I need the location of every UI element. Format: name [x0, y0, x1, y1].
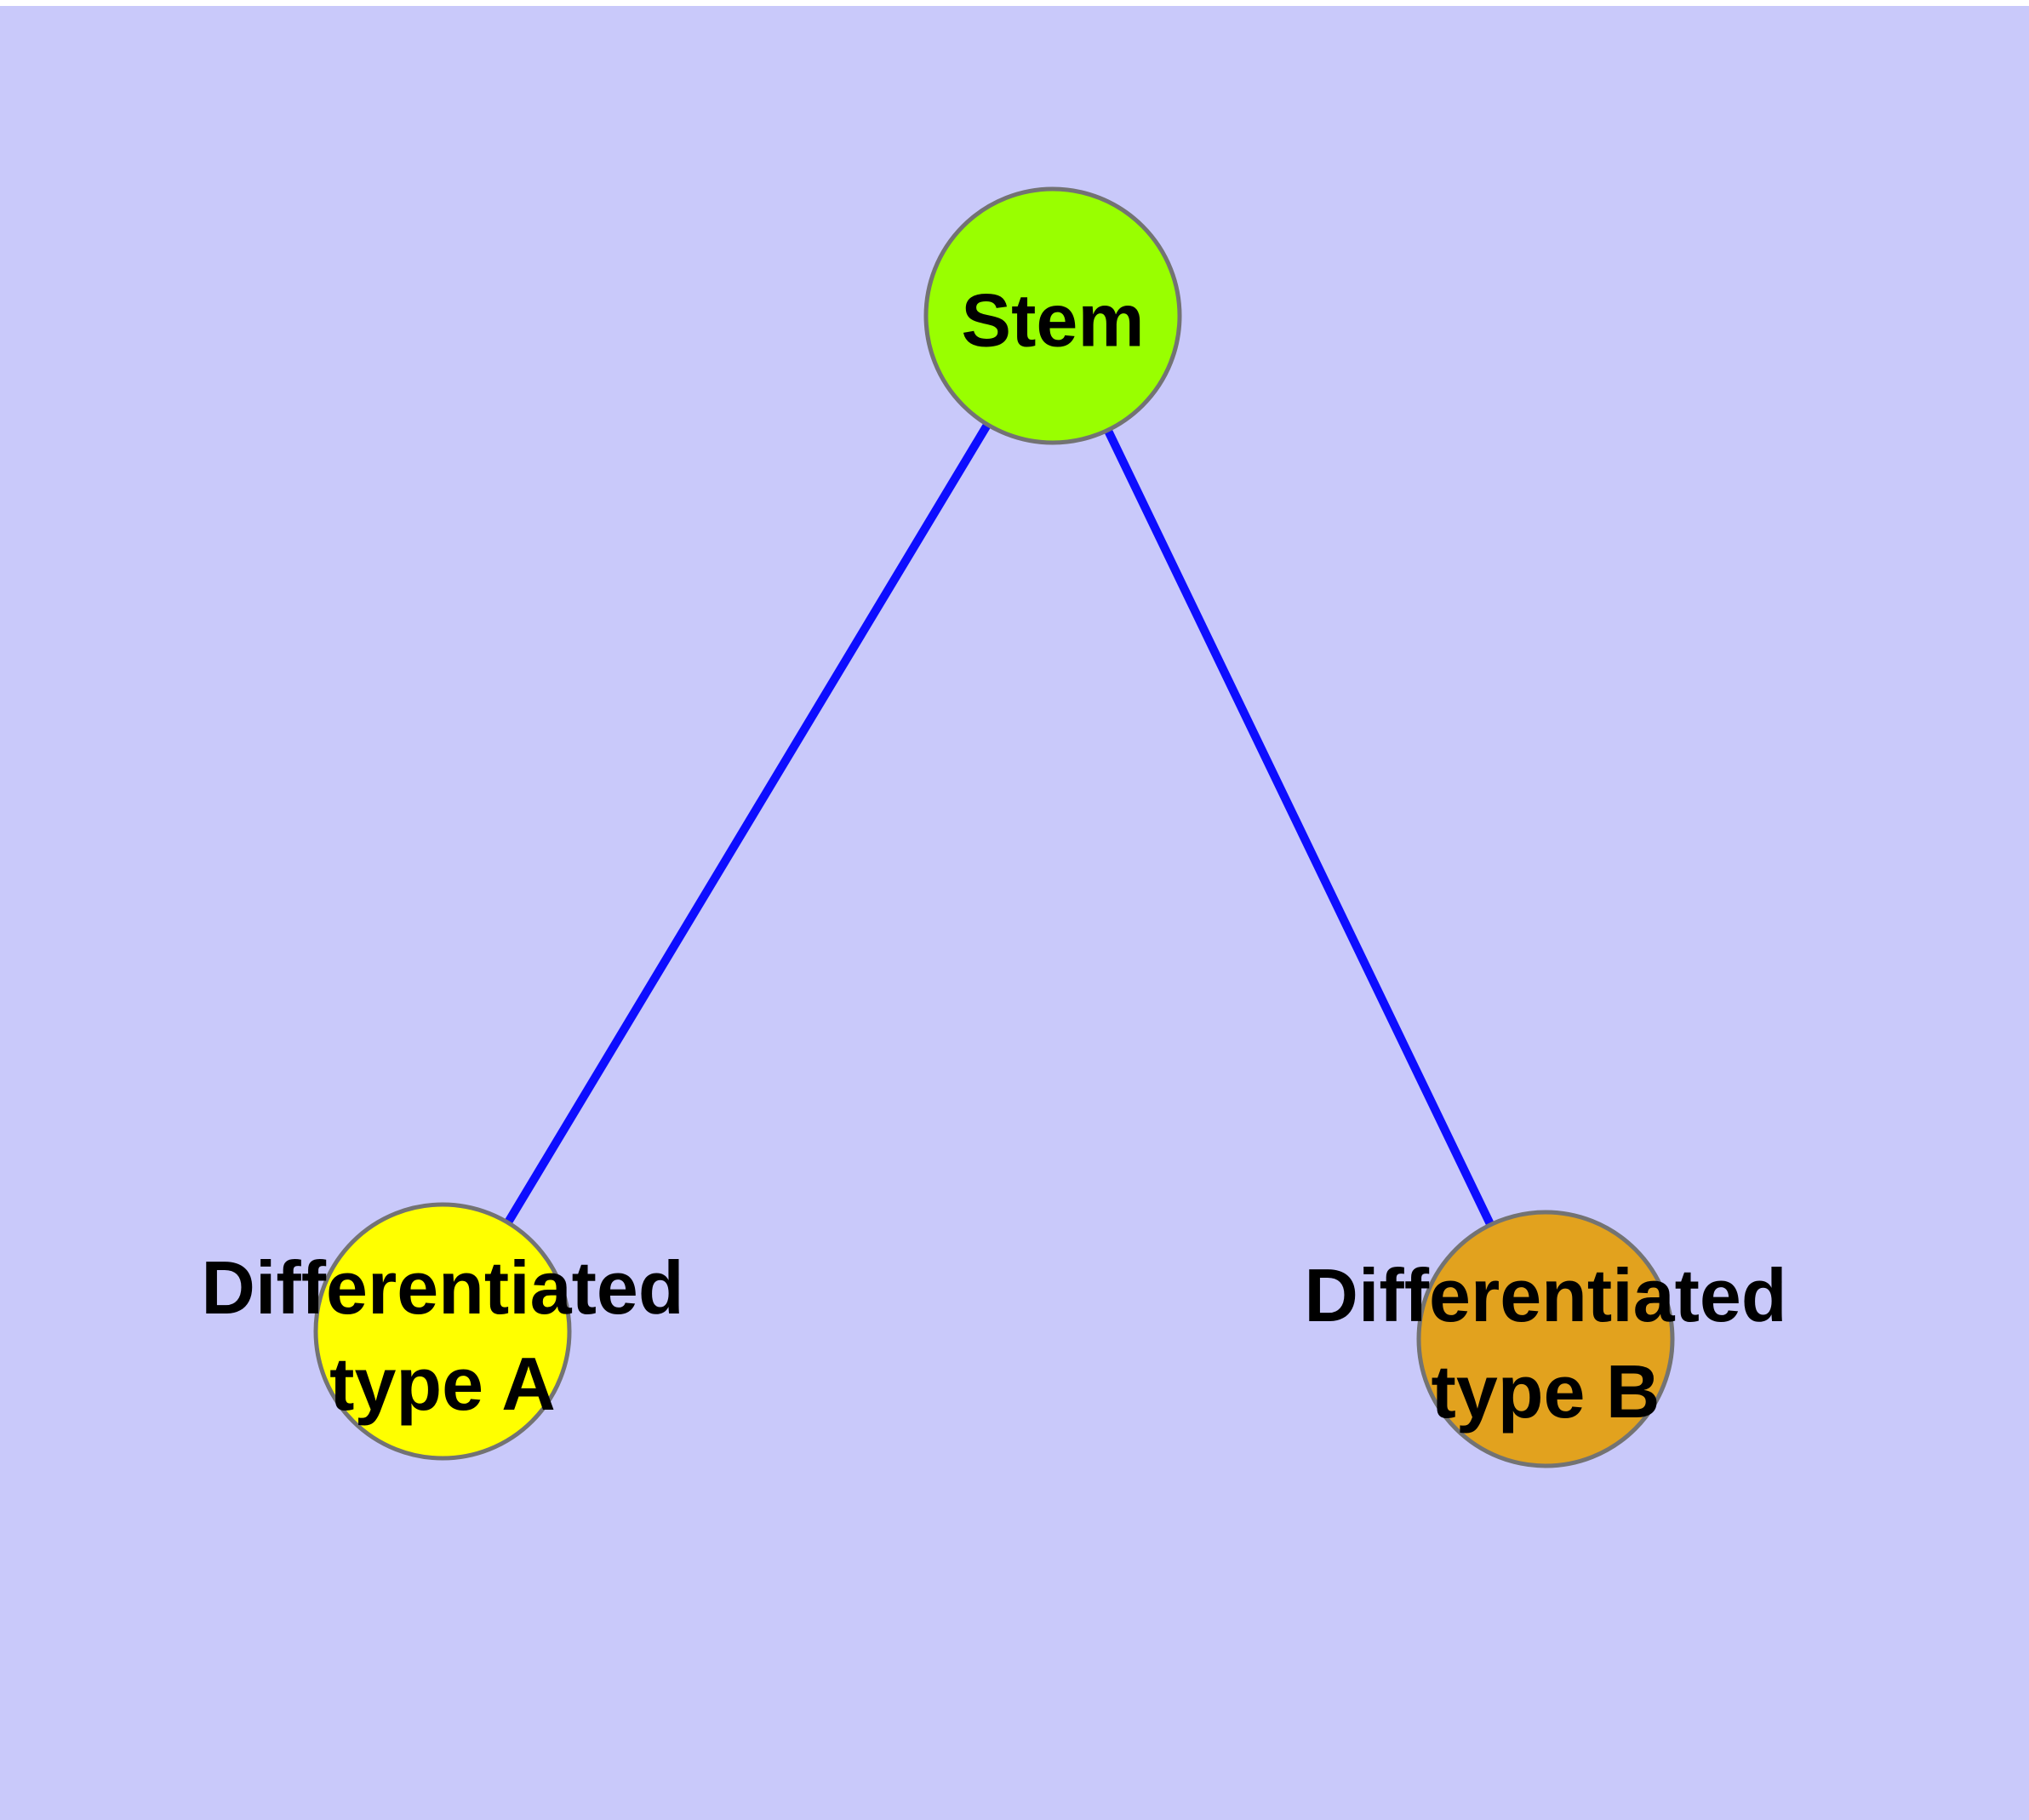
node-label-stem-text: Stem — [961, 278, 1145, 363]
node-label-type-a-line1: Differentiated — [201, 1245, 684, 1330]
node-label-type-b-line1: Differentiated — [1304, 1253, 1787, 1337]
edge-stem-to-type-b — [1049, 313, 1550, 1342]
node-label-type-a: Differentiated type A — [201, 1239, 683, 1432]
node-circle-stem — [923, 186, 1182, 445]
edge-stem-to-type-a — [438, 313, 1057, 1334]
node-label-type-b: Differentiated type B — [1304, 1247, 1786, 1439]
node-label-type-a-line2: type A — [329, 1342, 556, 1426]
node-label-type-b-line2: type B — [1431, 1349, 1660, 1434]
node-label-stem: Stem — [961, 272, 1144, 369]
node-circle-type-a — [313, 1202, 572, 1461]
node-circle-type-b — [1416, 1210, 1675, 1468]
